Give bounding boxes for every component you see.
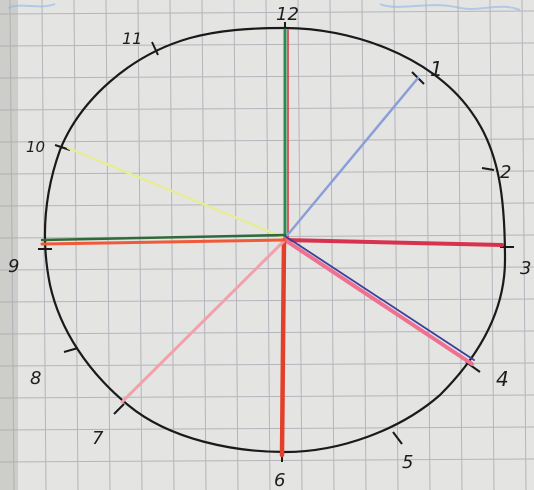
tick-7 [113,403,125,415]
line-to-7 [120,238,287,404]
tick-2 [481,167,495,171]
grid-line-vertical [393,0,399,490]
grid-line-vertical [521,0,527,490]
grid-line-horizontal [0,394,534,399]
grid-line-horizontal [0,426,534,431]
grid-line-vertical [265,0,271,490]
label-9: 9 [8,256,19,277]
line-to-3 [283,238,504,247]
label-10: 10 [26,138,45,156]
grid-line-horizontal [0,138,534,143]
shadow-left [0,0,18,490]
grid-line-vertical [9,0,15,490]
grid-line-horizontal [0,106,534,111]
clock-hands [40,28,504,458]
grid-line-vertical [201,0,207,490]
line-to-1 [283,76,420,240]
label-6: 6 [274,470,285,490]
label-8: 8 [30,368,41,389]
top-scribble [7,3,521,11]
line-to-4-pink [283,238,474,366]
grid-line-vertical [105,0,111,490]
label-12: 12 [276,4,299,25]
label-5: 5 [402,452,413,473]
line-to-10 [66,146,287,240]
grid-line-horizontal [0,42,534,47]
label-4: 4 [496,367,509,391]
grid-line-vertical [233,0,239,490]
label-2: 2 [500,162,511,183]
tick-8 [63,347,79,353]
grid-line-vertical [73,0,79,490]
line-to-9-orange [40,238,287,246]
grid-line-horizontal [0,298,534,303]
tick-11 [151,41,159,56]
grid-line-horizontal [0,202,534,207]
label-7: 7 [92,428,104,449]
grid-line-horizontal [0,10,534,15]
grid-line-vertical [169,0,175,490]
line-to-9-green [40,233,287,242]
grid-line-horizontal [0,170,534,175]
grid-line-vertical [361,0,367,490]
clock-circle [43,26,507,454]
label-1: 1 [430,57,443,81]
grid-line-horizontal [0,330,534,335]
tick-10 [54,144,71,151]
grid-line-horizontal [0,74,534,79]
label-3: 3 [520,258,531,279]
grid-line-horizontal [0,266,534,271]
grid-line-vertical [137,0,143,490]
label-11: 11 [122,29,142,48]
line-to-6 [279,237,287,458]
grid-line-horizontal [0,458,534,463]
line-to-4-blue [284,235,475,361]
grid-line-vertical [329,0,335,490]
clock-numbers: 12 1 2 3 4 5 6 7 8 9 10 11 [8,4,531,490]
tick-5 [392,431,403,445]
